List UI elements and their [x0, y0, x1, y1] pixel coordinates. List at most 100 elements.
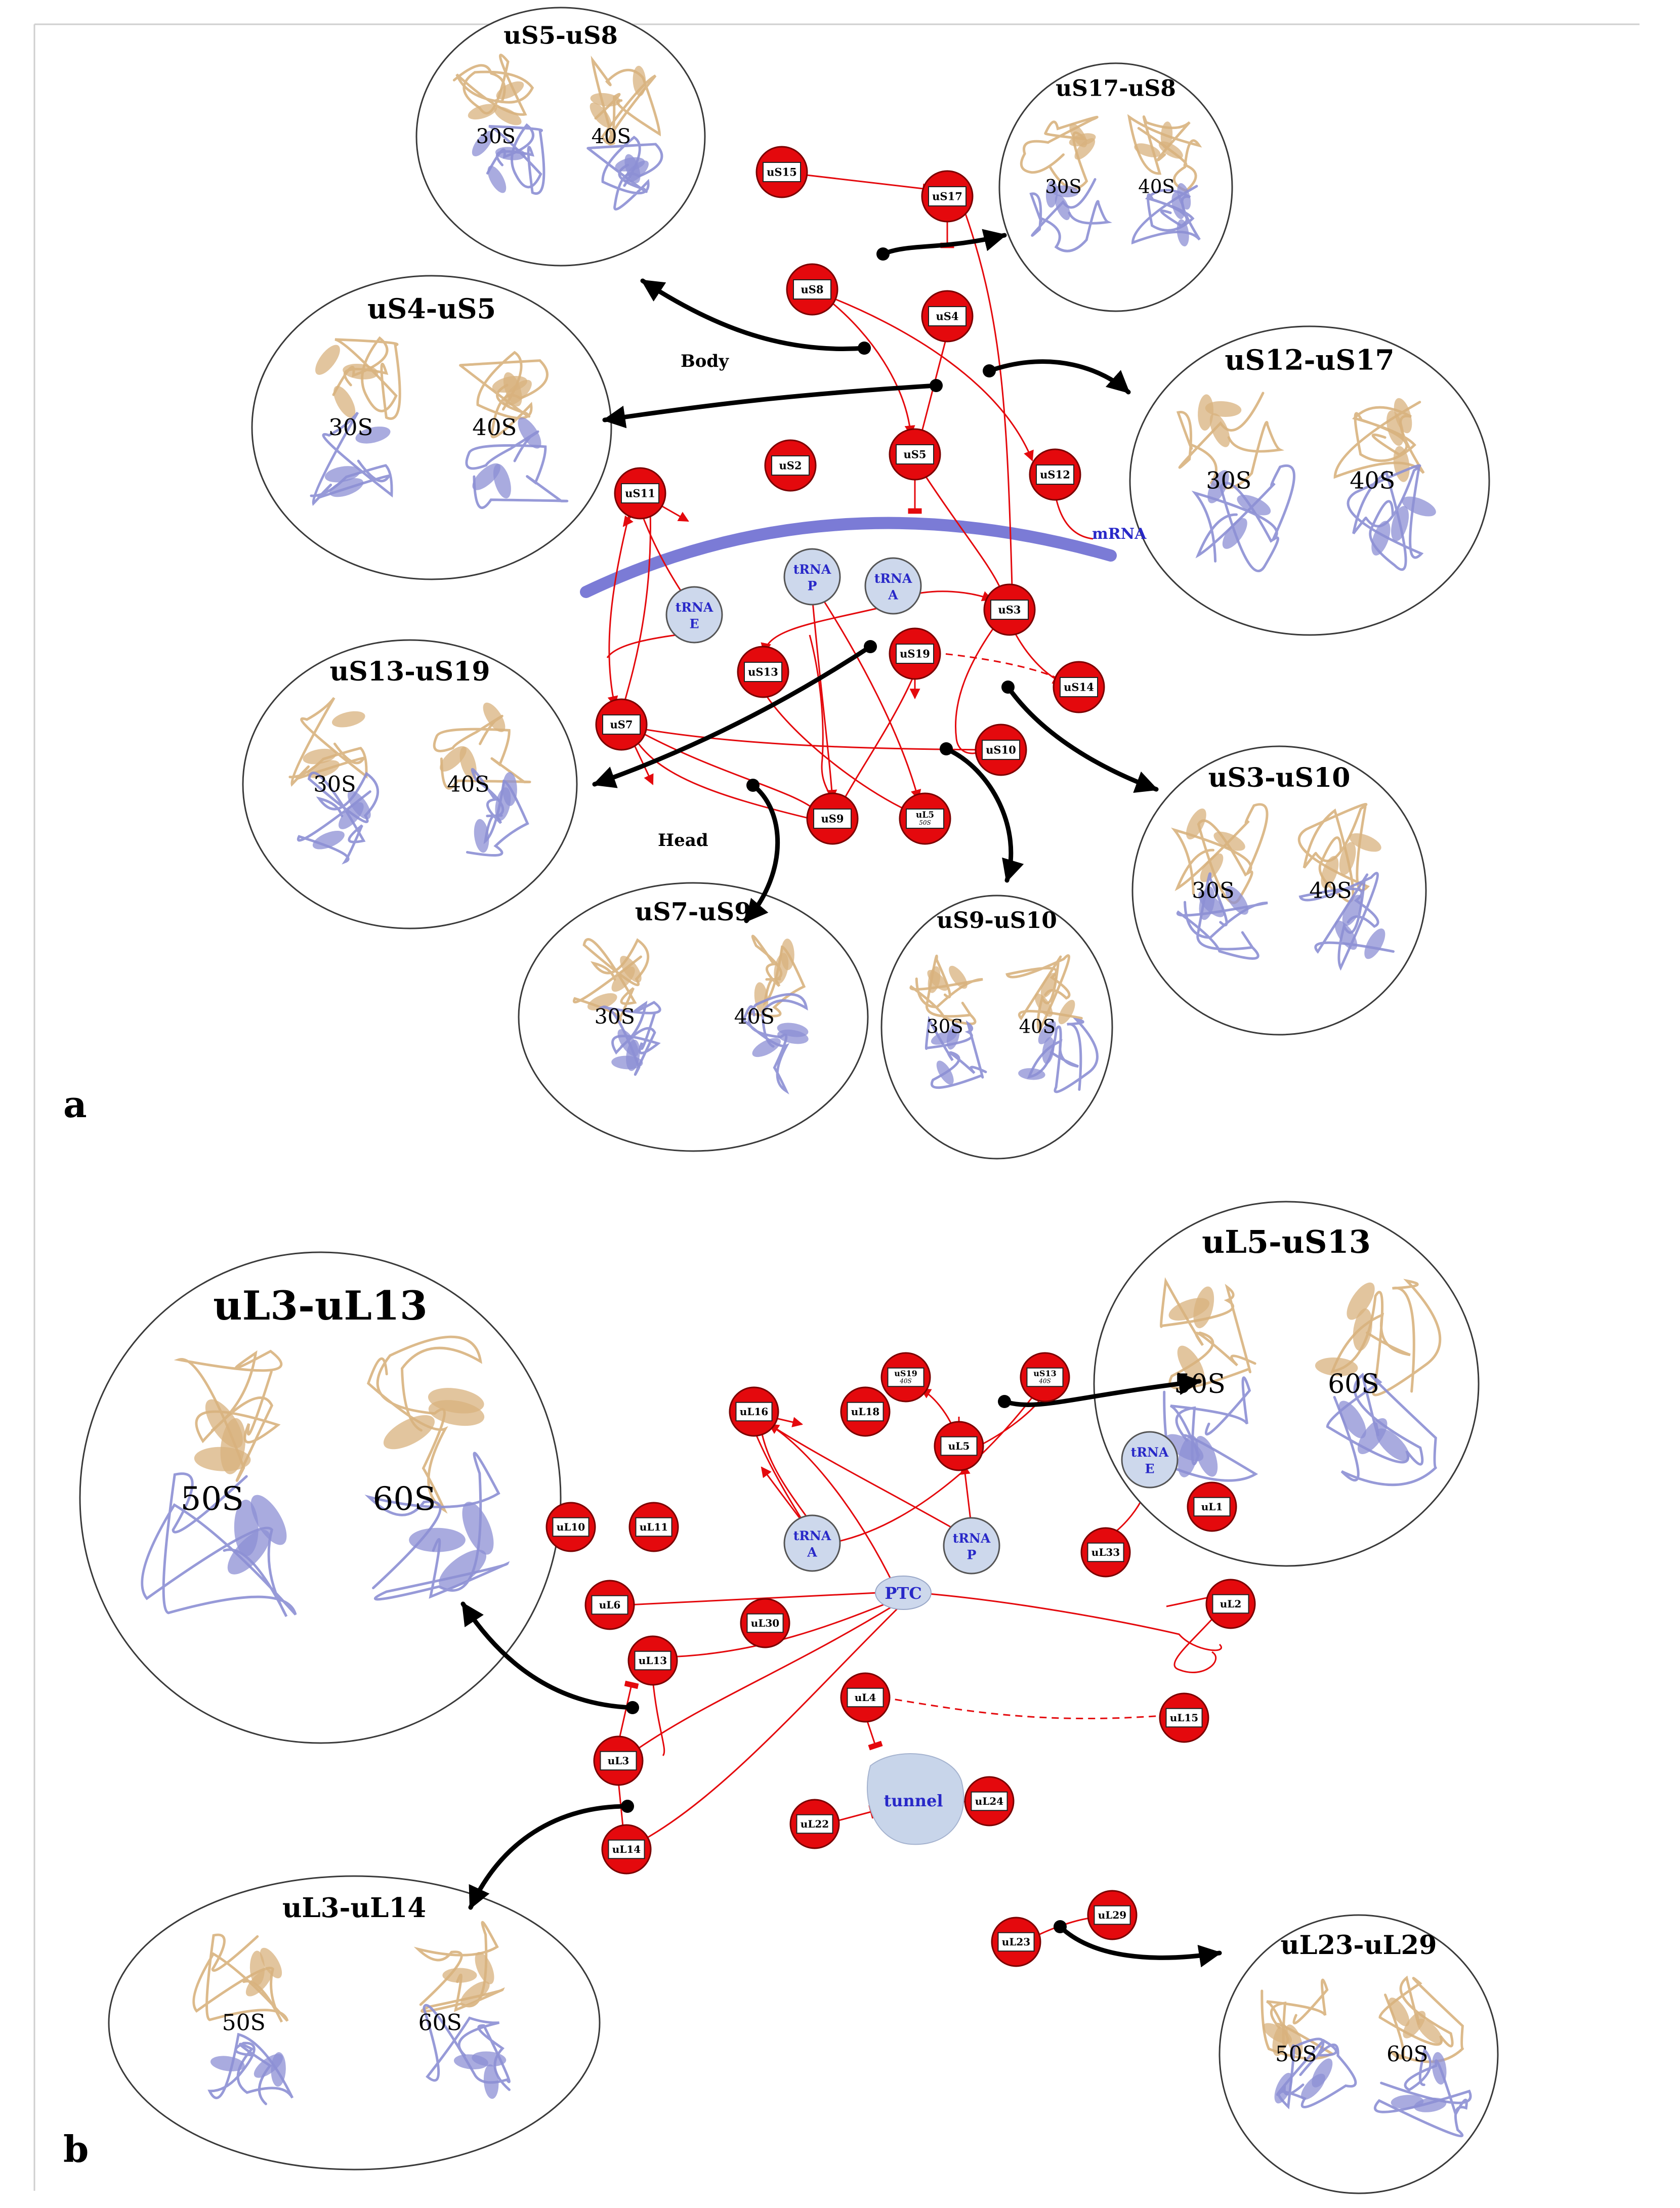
bubble-left-label: 30S	[595, 1004, 635, 1029]
node-ul3: uL3	[593, 1735, 644, 1786]
svg-text:40S: 40S	[899, 1378, 912, 1385]
bubble-title: uS5-uS8	[503, 21, 618, 50]
svg-text:uL4: uL4	[855, 1691, 876, 1704]
callout-arrow	[640, 278, 867, 352]
bubble-right-label: 40S	[1350, 466, 1395, 494]
callout-dot	[998, 1395, 1011, 1408]
bubble-right-label: 60S	[1387, 2042, 1428, 2066]
svg-text:uL24: uL24	[975, 1795, 1004, 1807]
node-ul10: uL10	[545, 1502, 596, 1552]
callout-dot	[864, 640, 877, 653]
callout-dot	[1001, 681, 1015, 694]
svg-text:50S: 50S	[919, 819, 931, 826]
svg-text:uS4: uS4	[936, 310, 958, 323]
callout-layer	[460, 229, 1222, 1968]
callout-arrow	[987, 359, 1131, 395]
callout-arrow	[1002, 1372, 1202, 1407]
node-us9: uS9	[806, 792, 859, 845]
svg-text:A: A	[807, 1545, 817, 1559]
svg-text:uL15: uL15	[1170, 1712, 1198, 1724]
svg-text:tRNA: tRNA	[1131, 1445, 1169, 1460]
svg-text:uS15: uS15	[767, 166, 797, 179]
bubble-title: uS3-uS10	[1208, 762, 1351, 793]
svg-text:tRNA: tRNA	[874, 571, 912, 586]
svg-text:P: P	[967, 1547, 977, 1562]
node-ul6: uL6	[584, 1580, 635, 1630]
svg-text:PTC: PTC	[885, 1584, 921, 1603]
node-us3: uS3	[983, 583, 1036, 636]
node-ul1: uL1	[1187, 1481, 1237, 1532]
svg-text:tRNA: tRNA	[793, 1528, 831, 1543]
node-ul4: uL4	[840, 1672, 891, 1723]
bubble-title: uS17-uS8	[1056, 75, 1176, 101]
node-us8: uS8	[786, 263, 838, 316]
svg-text:P: P	[808, 578, 817, 593]
bubble-left-label: 30S	[476, 125, 516, 148]
svg-text:uL18: uL18	[851, 1406, 879, 1418]
node-ul16: uL16	[729, 1386, 779, 1437]
bubble-right-label: 60S	[418, 2010, 462, 2036]
callout-arrow	[744, 783, 780, 923]
region-label-body: Body	[681, 351, 729, 371]
bubble-right-label: 40S	[1019, 1015, 1056, 1037]
bubble-left-label: 50S	[222, 2010, 266, 2036]
svg-text:uL13: uL13	[639, 1654, 667, 1667]
svg-text:tunnel: tunnel	[884, 1791, 943, 1810]
node-ul18: uL18	[840, 1386, 891, 1437]
svg-text:uS19: uS19	[900, 648, 930, 660]
node-us4: uS4	[921, 290, 974, 343]
bubble-title: uS7-uS9	[635, 897, 752, 926]
bubble-title: uL23-uL29	[1281, 1930, 1437, 1961]
svg-text:40S: 40S	[1038, 1378, 1051, 1385]
bubble-left-label: 50S	[181, 1480, 244, 1518]
bubble-right-label: 60S	[1328, 1369, 1379, 1399]
bubble-right-label: 40S	[734, 1004, 775, 1029]
node-ul22: uL22	[789, 1799, 840, 1849]
bubble-right-label: 40S	[592, 125, 631, 148]
svg-text:uS7: uS7	[610, 718, 633, 731]
bubble-right-label: 40S	[447, 772, 489, 797]
svg-text:uL16: uL16	[740, 1406, 768, 1418]
node-us7: uS7	[595, 698, 648, 751]
svg-text:uL22: uL22	[801, 1818, 829, 1830]
node-ul23: uL23	[991, 1917, 1041, 1967]
mrna-layer	[580, 517, 1117, 598]
node-us10: uS10	[975, 724, 1027, 776]
bubble-right-label: 40S	[1309, 878, 1352, 903]
svg-text:tRNA: tRNA	[676, 600, 713, 615]
node-us15: uS15	[755, 146, 808, 198]
region-label-head: Head	[658, 830, 708, 851]
svg-text:uL29: uL29	[1098, 1909, 1126, 1921]
bubble-title: uL3-uL13	[213, 1282, 428, 1329]
node-ul2: uL2	[1205, 1579, 1256, 1629]
svg-text:uS14: uS14	[1064, 681, 1094, 694]
svg-text:uL23: uL23	[1002, 1936, 1030, 1948]
callout-dot	[930, 379, 943, 392]
svg-text:uL11: uL11	[640, 1521, 668, 1533]
node-us19: uS19	[889, 627, 941, 680]
node-us14: uS14	[1053, 661, 1105, 713]
callout-arrow	[880, 229, 1007, 257]
svg-text:E: E	[689, 616, 699, 631]
node-ul24: uL24	[964, 1776, 1015, 1827]
node-ul13: uL13	[627, 1635, 678, 1686]
node-us17: uS17	[921, 170, 974, 223]
svg-text:uS19: uS19	[894, 1369, 917, 1378]
callout-arrow	[602, 383, 939, 429]
node-ul33: uL33	[1080, 1527, 1131, 1578]
svg-text:uS11: uS11	[625, 487, 655, 500]
